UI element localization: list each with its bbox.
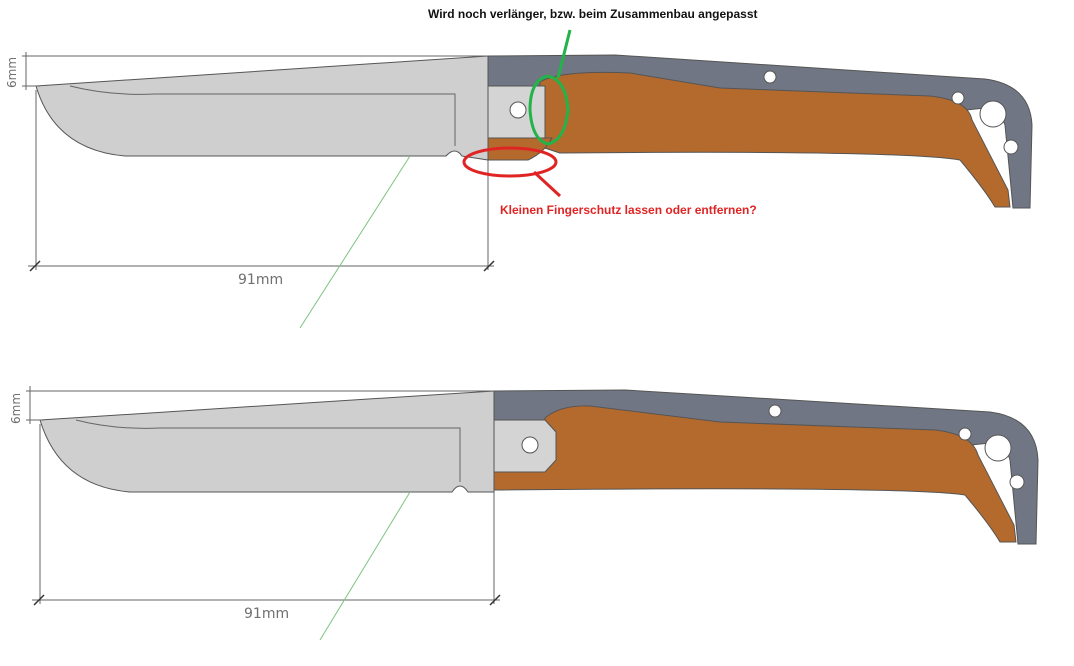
height-label-top: 6mm bbox=[5, 57, 19, 88]
lanyard-hole-top bbox=[979, 100, 1007, 128]
rivet-hole-bottom-1 bbox=[768, 404, 782, 418]
dim-arrow-left-top bbox=[29, 260, 41, 272]
rivet-hole-top-3 bbox=[1003, 139, 1019, 155]
lanyard-hole-bottom bbox=[984, 434, 1012, 462]
blade-top bbox=[35, 55, 489, 161]
blade-grind-line-bottom bbox=[75, 419, 461, 482]
dim-arrow-left-bottom bbox=[33, 594, 45, 606]
height-label-bottom: 6mm bbox=[9, 393, 23, 424]
rivet-hole-top-2 bbox=[951, 91, 965, 105]
annotation-red-note: Kleinen Fingerschutz lassen oder entfern… bbox=[500, 203, 757, 217]
knife-drawing-top: 91mm 6mm bbox=[5, 52, 1033, 329]
red-marker-ellipse bbox=[462, 146, 558, 178]
green-guide-line-bottom bbox=[319, 491, 411, 641]
blade-bottom bbox=[39, 390, 495, 493]
pivot-hole-top bbox=[509, 101, 527, 119]
rivet-hole-top-1 bbox=[763, 70, 777, 84]
annotation-top-note: Wird noch verlänger, bzw. beim Zusammenb… bbox=[428, 7, 758, 21]
handle-scale-bottom bbox=[493, 405, 1017, 543]
knife-drawing-bottom: 91mm 6mm bbox=[9, 386, 1039, 641]
green-marker-stroke bbox=[528, 29, 572, 146]
red-marker-stroke bbox=[532, 170, 562, 198]
blade-grind-line-top bbox=[69, 85, 456, 146]
rivet-hole-bottom-2 bbox=[958, 427, 972, 441]
rivet-hole-bottom-3 bbox=[1009, 474, 1025, 490]
length-label-bottom: 91mm bbox=[244, 606, 289, 622]
length-label-top: 91mm bbox=[238, 272, 283, 288]
dim-arrow-right-bottom bbox=[489, 594, 501, 606]
green-guide-line-top bbox=[299, 155, 411, 329]
handle-scale-top bbox=[539, 71, 1011, 208]
pivot-hole-bottom bbox=[521, 436, 539, 454]
dim-arrow-right-top bbox=[483, 260, 495, 272]
